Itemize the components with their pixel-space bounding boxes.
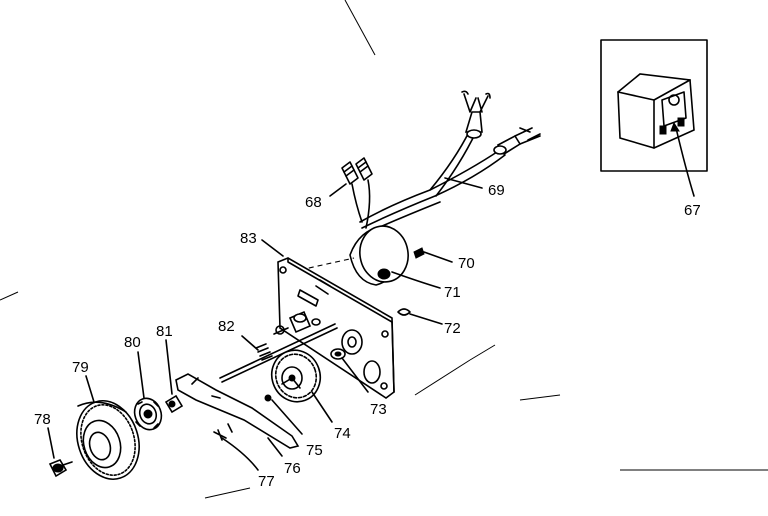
motor-71 bbox=[349, 225, 453, 289]
clip-72 bbox=[397, 308, 443, 325]
shaft-assembly bbox=[219, 310, 369, 393]
lever-arm-76 bbox=[175, 373, 300, 471]
wire-harness-69 bbox=[359, 90, 541, 234]
label-72: 72 bbox=[444, 320, 461, 337]
label-73: 73 bbox=[370, 401, 387, 418]
label-83: 83 bbox=[240, 230, 257, 247]
label-69: 69 bbox=[488, 182, 505, 199]
label-76: 76 bbox=[284, 460, 301, 477]
label-77: 77 bbox=[258, 473, 275, 490]
label-75: 75 bbox=[306, 442, 323, 459]
pulley-79 bbox=[76, 375, 140, 480]
label-68: 68 bbox=[305, 194, 322, 211]
screw-78 bbox=[47, 427, 73, 478]
screw-75 bbox=[264, 394, 303, 435]
stud-81 bbox=[164, 339, 184, 414]
alignment-line-motor bbox=[299, 257, 355, 271]
spring-82 bbox=[241, 335, 273, 361]
label-80: 80 bbox=[124, 334, 141, 351]
label-78: 78 bbox=[34, 411, 51, 428]
label-79: 79 bbox=[72, 359, 89, 376]
label-67: 67 bbox=[684, 202, 701, 219]
inset-box-part-67 bbox=[600, 39, 708, 197]
scan-artifact-lines bbox=[0, 0, 768, 499]
wire-nuts-68 bbox=[329, 157, 373, 229]
label-81: 81 bbox=[156, 323, 173, 340]
label-71: 71 bbox=[444, 284, 461, 301]
gear-hub-80 bbox=[133, 351, 163, 431]
label-70: 70 bbox=[458, 255, 475, 272]
label-82: 82 bbox=[218, 318, 235, 335]
gear-74 bbox=[270, 349, 333, 423]
part-labels: 67 68 69 70 71 72 73 74 75 76 77 78 79 8… bbox=[34, 182, 701, 490]
label-74: 74 bbox=[334, 425, 351, 442]
